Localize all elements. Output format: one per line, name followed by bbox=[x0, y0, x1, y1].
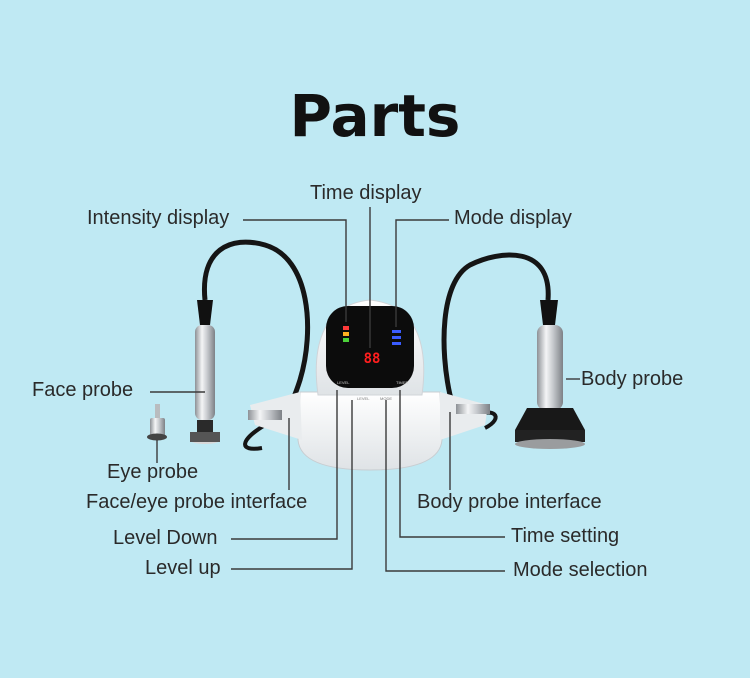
label-body-probe-interface: Body probe interface bbox=[417, 491, 602, 514]
label-time-display: Time display bbox=[310, 182, 422, 205]
face-probe bbox=[190, 300, 220, 444]
button-label-level-up: LEVEL bbox=[357, 396, 370, 401]
label-mode-display: Mode display bbox=[454, 207, 572, 230]
eye-probe bbox=[147, 404, 167, 441]
face-probe-connector bbox=[248, 410, 282, 420]
label-level-down: Level Down bbox=[113, 527, 218, 550]
label-face-eye-probe-interface: Face/eye probe interface bbox=[86, 491, 307, 514]
label-time-setting: Time setting bbox=[511, 525, 619, 548]
main-unit bbox=[248, 300, 490, 470]
body-probe bbox=[515, 300, 585, 449]
time-digits: 88 bbox=[364, 351, 381, 367]
label-face-probe: Face probe bbox=[32, 379, 133, 402]
button-label-level-down: LEVEL bbox=[337, 380, 350, 385]
label-eye-probe: Eye probe bbox=[107, 461, 198, 484]
body-probe-connector bbox=[456, 404, 490, 414]
button-label-timer: TIMER bbox=[396, 380, 409, 385]
label-intensity-display: Intensity display bbox=[87, 207, 229, 230]
label-body-probe: Body probe bbox=[581, 368, 683, 391]
label-level-up: Level up bbox=[145, 557, 221, 580]
label-mode-selection: Mode selection bbox=[513, 559, 648, 582]
